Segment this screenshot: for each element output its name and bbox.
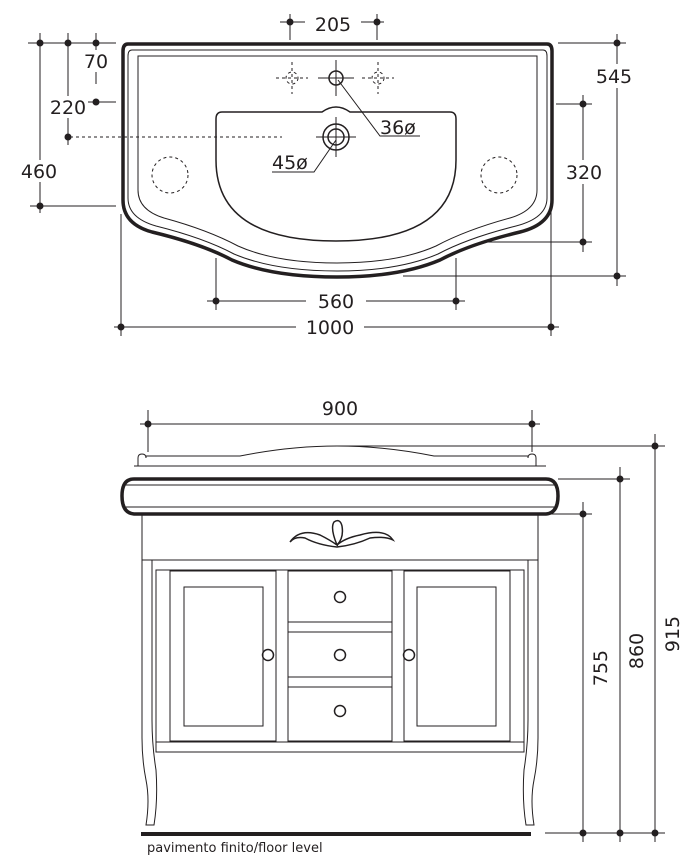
front-view-dimensions: 900 755 860 915 xyxy=(140,398,685,842)
basin-bowl xyxy=(215,106,457,242)
dim-220: 220 xyxy=(50,97,86,119)
leader-36 xyxy=(337,79,420,137)
basin-top-edge xyxy=(137,445,537,466)
basin-rim xyxy=(120,477,560,516)
right-door xyxy=(403,570,511,742)
dim-900: 900 xyxy=(322,398,358,420)
drawer-1 xyxy=(287,570,393,623)
left-door-panel xyxy=(183,586,264,727)
drawer-3 xyxy=(287,686,393,742)
basin-outline xyxy=(121,42,554,279)
dim-545: 545 xyxy=(596,66,632,88)
drain-hole-label: 45ø xyxy=(272,152,308,174)
drawer-knob-icon xyxy=(333,590,347,604)
dim-460: 460 xyxy=(21,161,57,183)
fixing-hole-left-icon xyxy=(151,156,189,194)
dim-755: 755 xyxy=(590,650,612,686)
dim-205: 205 xyxy=(315,14,351,36)
door-knob-icon xyxy=(261,648,275,662)
drawer-knob-icon xyxy=(333,704,347,718)
carved-ornament-icon xyxy=(289,519,396,548)
dim-320: 320 xyxy=(566,162,602,184)
right-leg xyxy=(522,560,539,826)
dim-1000: 1000 xyxy=(306,317,354,339)
floor-label: pavimento finito/floor level xyxy=(147,841,323,856)
drawer-2 xyxy=(287,631,393,678)
optional-tap-hole-left-icon xyxy=(276,62,308,94)
door-knob-icon xyxy=(402,648,416,662)
dim-860: 860 xyxy=(626,633,648,669)
top-view-dimensions: 205 70 220 460 545 320 560 xyxy=(18,10,641,339)
left-leg xyxy=(141,560,158,826)
cabinet-front-view: pavimento finito/floor level xyxy=(120,445,560,856)
floor-line xyxy=(141,832,531,836)
fixing-hole-right-icon xyxy=(480,156,518,194)
dim-70: 70 xyxy=(84,51,108,73)
leader-45 xyxy=(272,139,337,173)
basin-deck-line xyxy=(137,55,538,264)
tap-hole-label: 36ø xyxy=(380,117,416,139)
basin-top-view: 36ø 45ø xyxy=(70,42,554,279)
optional-tap-hole-right-icon xyxy=(362,62,394,94)
dim-915: 915 xyxy=(662,616,684,652)
drawer-knob-icon xyxy=(333,648,347,662)
left-door xyxy=(169,570,277,742)
bottom-rail xyxy=(155,741,525,753)
dim-560: 560 xyxy=(318,291,354,313)
right-door-panel xyxy=(416,586,497,727)
basin-inner-rim xyxy=(127,49,548,272)
